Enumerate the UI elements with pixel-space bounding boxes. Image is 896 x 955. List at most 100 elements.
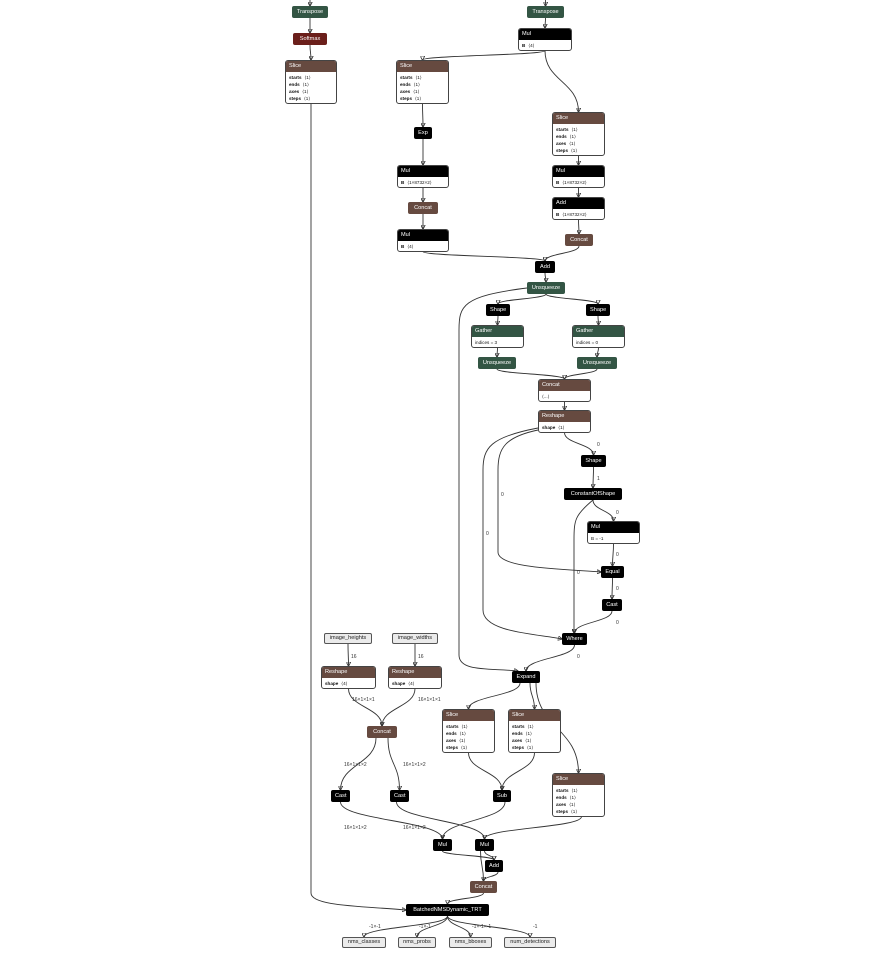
mul-bottom2-node[interactable]: Mul: [475, 839, 494, 851]
cast-left1-node[interactable]: Cast: [331, 790, 350, 802]
transpose-left-node[interactable]: Transpose: [292, 6, 328, 18]
add-bottom-node[interactable]: Add: [485, 860, 503, 872]
attribute-value: ⟨1⟩: [571, 147, 578, 153]
equal-node[interactable]: Equal: [601, 566, 624, 578]
edge-mul_b2-add_b: [484, 850, 495, 860]
shape-single-node[interactable]: Shape: [581, 455, 606, 467]
edge-reshape_h-concat_hw: [348, 688, 383, 726]
cast-left2-node[interactable]: Cast: [390, 790, 409, 802]
edge-expand-slice_e2: [529, 682, 535, 709]
cast-right-node[interactable]: Cast: [602, 599, 622, 611]
edge-label: 0: [597, 442, 600, 448]
attribute-key: starts: [400, 74, 413, 80]
attribute-key: steps: [512, 744, 525, 750]
node-title: Slice: [443, 710, 494, 721]
edge-label: 0: [616, 586, 619, 592]
node-title: Slice: [553, 774, 604, 785]
attribute-key: steps: [289, 95, 302, 101]
attribute-value: ⟨1⟩: [525, 737, 532, 743]
edge-label: 16×1×1×2: [344, 762, 367, 768]
shape-right-node[interactable]: Shape: [586, 304, 610, 316]
batched-nms-node[interactable]: BatchedNMSDynamic_TRT: [406, 904, 489, 916]
edge-nms-num_detections: [447, 915, 531, 937]
attribute-key: axes: [512, 737, 523, 743]
concat-mid-node[interactable]: Concat: [408, 202, 438, 214]
unsqueeze-main-node[interactable]: Unsqueeze: [527, 282, 565, 294]
node-attribute: starts⟨1⟩: [556, 787, 601, 794]
attribute-value: ⟨1⟩: [461, 723, 468, 729]
edge-slice_e3-mul_b2: [485, 816, 582, 839]
edge-slice_mid-exp: [423, 103, 424, 127]
attribute-key: steps: [556, 808, 569, 814]
transpose-right-node[interactable]: Transpose: [527, 6, 564, 18]
edge-reshape_main-shape_single: [564, 432, 594, 455]
node-attribute: steps⟨1⟩: [446, 744, 491, 751]
node-attribute: ends⟨1⟩: [556, 133, 601, 140]
shape-left-node[interactable]: Shape: [486, 304, 510, 316]
edge-cast_l2-mul_b2: [396, 801, 485, 839]
node-attribute: starts⟨1⟩: [446, 723, 491, 730]
attribute-key: ends: [400, 81, 411, 87]
attribute-key: B: [401, 179, 405, 185]
attribute-value: ⟨1⟩: [527, 723, 534, 729]
unsqueeze-right-node[interactable]: Unsqueeze: [577, 357, 617, 369]
unsqueeze-left-node[interactable]: Unsqueeze: [478, 357, 516, 369]
attribute-value: ⟨1⟩: [415, 95, 422, 101]
concat-right-node[interactable]: Concat: [565, 234, 593, 246]
attribute-value: ⟨1×8732×2⟩: [562, 211, 587, 217]
constant-of-shape-node[interactable]: ConstantOfShape: [564, 488, 622, 500]
attribute-key: shape: [392, 680, 406, 686]
edge-cast_l1-mul_b1: [340, 801, 443, 839]
sub-node[interactable]: Sub: [493, 790, 511, 802]
edge-gather_l-unsq_l: [497, 347, 498, 357]
num-detections-output[interactable]: num_detections: [504, 937, 556, 948]
attribute-key: axes: [556, 801, 567, 807]
softmax-node[interactable]: Softmax: [293, 33, 327, 45]
edge-label: 16×1×1×1: [418, 697, 441, 703]
image-heights-input[interactable]: image_heights: [324, 633, 372, 644]
attribute-value: ⟨1⟩: [413, 81, 420, 87]
exp-node[interactable]: Exp: [414, 127, 432, 139]
node-attribute: steps⟨1⟩: [289, 95, 333, 102]
concat-bottom-node[interactable]: Concat: [470, 881, 497, 893]
edge-label: -1×-1: [369, 924, 381, 930]
edge-label: 16: [351, 654, 357, 660]
image-widths-input[interactable]: image_widths: [392, 633, 438, 644]
attribute-value: ⟨1⟩: [304, 95, 311, 101]
nms-bboxes-output[interactable]: nms_bboxes: [449, 937, 492, 948]
edge-add_main-unsqueeze_main: [545, 272, 546, 282]
edge-cast_r-where: [575, 610, 613, 633]
node-attribute: axes⟨1⟩: [556, 140, 601, 147]
attribute-value: ⟨1⟩: [415, 74, 422, 80]
edge-slice_e2-sub: [502, 752, 535, 790]
concat-shape-node[interactable]: Concat⟨...⟩: [538, 379, 591, 402]
where-node[interactable]: Where: [562, 633, 587, 645]
nms-probs-output[interactable]: nms_probs: [398, 937, 436, 948]
attribute-value: ⟨1⟩: [459, 737, 466, 743]
concat-hw-node[interactable]: Concat: [367, 726, 397, 738]
mul-bottom1-node[interactable]: Mul: [433, 839, 452, 851]
add-main-node[interactable]: Add: [535, 261, 555, 273]
attribute-key: B: [401, 243, 405, 249]
nms-classes-output[interactable]: nms_classes: [342, 937, 386, 948]
attribute-value: ⟨...⟩: [542, 393, 550, 399]
expand-node[interactable]: Expand: [512, 671, 540, 683]
